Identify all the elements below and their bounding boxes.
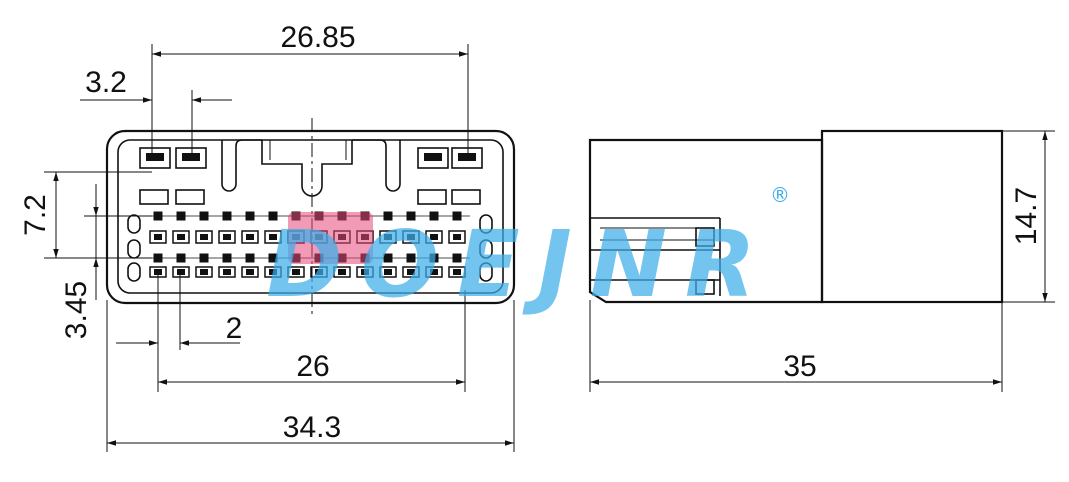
pin-cavity xyxy=(448,230,466,244)
pin-cavity xyxy=(195,266,213,278)
dim-7-2-label: 7.2 xyxy=(19,194,52,236)
pin-contact xyxy=(453,234,461,240)
pin-cavity xyxy=(310,266,328,278)
dim-26-label: 26 xyxy=(296,350,329,383)
pin-cavity xyxy=(264,266,282,278)
pin-contact xyxy=(223,234,231,240)
pin-cavity xyxy=(333,266,351,278)
pin-cavity xyxy=(379,266,397,278)
pin-contact xyxy=(430,234,438,240)
pin-contact xyxy=(315,269,323,275)
dim-26-85-label: 26.85 xyxy=(280,21,355,54)
pin-contact xyxy=(430,269,438,275)
dim-3-45: 3.45 xyxy=(60,184,152,339)
pin-cavity xyxy=(264,230,282,244)
dim-35: 35 xyxy=(589,300,1003,392)
dim-26: 26 xyxy=(157,290,466,392)
dim-3-45-label: 3.45 xyxy=(60,281,93,339)
pin-contact xyxy=(292,269,300,275)
pin-contact xyxy=(269,234,277,240)
front-view: 26.85 3.2 7.2 3.45 xyxy=(19,21,516,452)
pin-contact xyxy=(453,269,461,275)
top-key-right xyxy=(352,139,401,192)
side-holes xyxy=(127,214,493,282)
pin-cavity xyxy=(195,230,213,244)
pin-contact xyxy=(338,269,346,275)
pin-cavity xyxy=(448,266,466,278)
dim-2-label: 2 xyxy=(226,312,243,345)
watermark-brand: DOEJNR xyxy=(266,211,774,318)
pin-cavity xyxy=(218,266,236,278)
pin-cavity xyxy=(149,230,167,244)
pin-cavity xyxy=(402,266,420,278)
dim-7-2: 7.2 xyxy=(19,171,152,259)
watermark-registered: ® xyxy=(770,183,790,207)
pin-cavity xyxy=(172,230,190,244)
top-key-left xyxy=(221,139,262,192)
dim-3-2-label: 3.2 xyxy=(85,66,127,99)
pin-cavity xyxy=(379,230,397,244)
dim-26-85: 26.85 xyxy=(151,21,469,160)
pin-contact xyxy=(200,269,208,275)
pin-contact xyxy=(177,234,185,240)
pin-cavity xyxy=(241,266,259,278)
pin-contact xyxy=(177,269,185,275)
top-key-center xyxy=(261,140,353,197)
pin-cavity xyxy=(402,230,420,244)
pin-contact xyxy=(269,269,277,275)
pin-contact xyxy=(154,234,162,240)
dim-34-3-label: 34.3 xyxy=(283,411,341,444)
dim-3-2: 3.2 xyxy=(80,66,232,160)
side-body xyxy=(588,138,824,304)
pin-contact xyxy=(246,269,254,275)
large-terminals xyxy=(139,147,483,205)
pin-cavity xyxy=(218,230,236,244)
side-view: 35 14.7 xyxy=(588,129,1055,392)
pin-cavity xyxy=(241,230,259,244)
pin-cavity xyxy=(425,230,443,244)
pin-contact xyxy=(361,269,369,275)
pin-cavity xyxy=(425,266,443,278)
dim-14-7-label: 14.7 xyxy=(1010,187,1043,245)
dim-34-3: 34.3 xyxy=(106,300,515,452)
brand-watermark: DOEJNR ® xyxy=(266,183,790,318)
dim-35-label: 35 xyxy=(783,350,816,383)
dim-14-7: 14.7 xyxy=(1002,130,1055,303)
pin-contact xyxy=(384,234,392,240)
pin-cavity xyxy=(172,266,190,278)
dim-2: 2 xyxy=(116,270,242,350)
pin-cavity xyxy=(356,266,374,278)
pin-cavity xyxy=(287,266,305,278)
side-cap xyxy=(820,129,1004,304)
pin-contact xyxy=(407,234,415,240)
pin-contact xyxy=(246,234,254,240)
pin-contact xyxy=(384,269,392,275)
pin-contact xyxy=(200,234,208,240)
pin-contact xyxy=(407,269,415,275)
pin-contact xyxy=(223,269,231,275)
front-housing-outer xyxy=(105,129,516,305)
